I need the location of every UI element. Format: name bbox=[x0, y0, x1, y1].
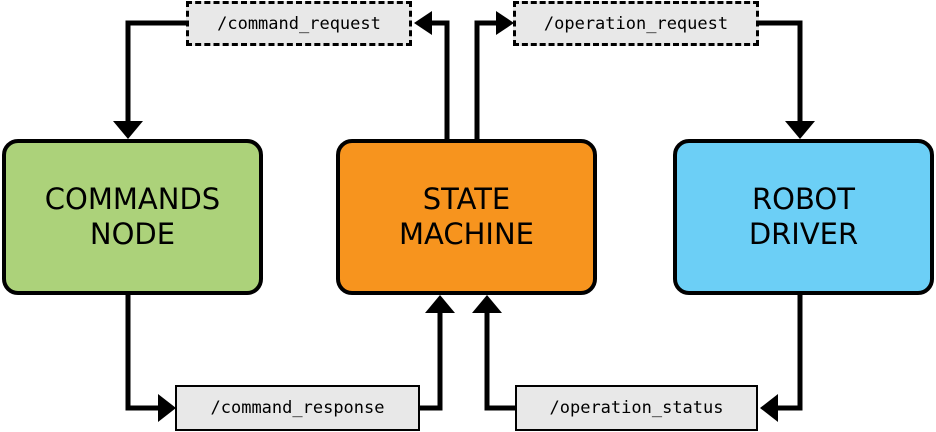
arrowhead-up-icon bbox=[425, 295, 455, 313]
arrowhead-left-icon bbox=[760, 394, 778, 422]
arrowhead-down-icon bbox=[113, 121, 143, 139]
arrowhead-right-icon bbox=[496, 11, 514, 35]
wire-state-to-command-request bbox=[432, 20, 450, 139]
state-machine-box: STATE MACHINE bbox=[336, 139, 597, 295]
wire-command-request-to-commands bbox=[125, 20, 186, 121]
topic-command-response: /command_response bbox=[175, 385, 420, 431]
commands-node-box: COMMANDS NODE bbox=[2, 139, 263, 295]
wire-commands-to-command-response bbox=[125, 295, 158, 411]
arrowhead-down-icon bbox=[785, 121, 815, 139]
robot-driver-box: ROBOT DRIVER bbox=[673, 139, 934, 295]
arrowhead-right-icon bbox=[158, 394, 176, 422]
arrowhead-left-icon bbox=[414, 11, 432, 35]
wire-driver-to-operation-status bbox=[778, 295, 803, 411]
arrowhead-up-icon bbox=[472, 295, 502, 313]
topic-operation-status: /operation_status bbox=[515, 385, 758, 431]
topic-command-request: /command_request bbox=[186, 1, 412, 46]
wire-command-response-to-state bbox=[420, 313, 443, 411]
wire-state-to-operation-request bbox=[474, 20, 496, 139]
wire-operation-status-to-state bbox=[484, 313, 515, 411]
topic-operation-request: /operation_request bbox=[513, 1, 759, 46]
wire-operation-request-to-driver bbox=[759, 20, 803, 121]
